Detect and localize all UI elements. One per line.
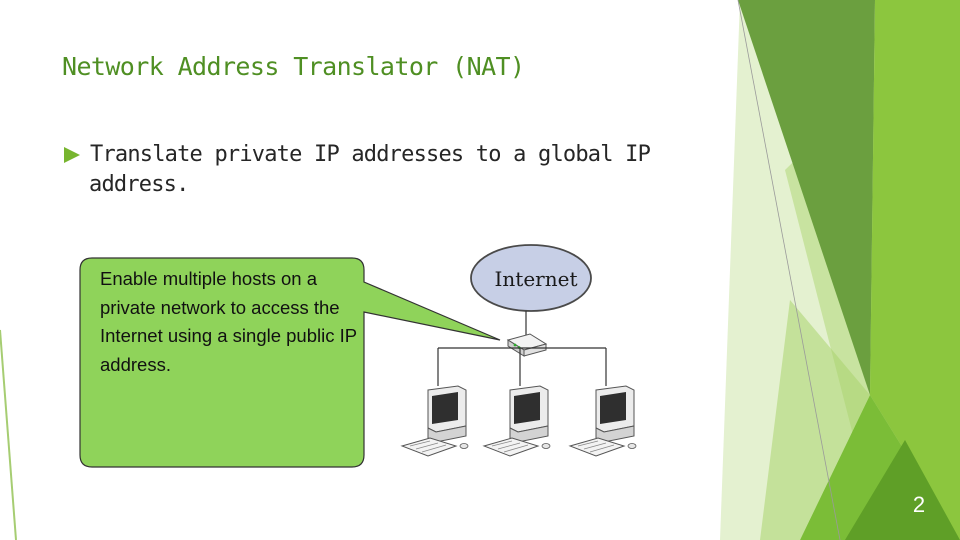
facet-lower-mid bbox=[760, 300, 870, 540]
callout-bubble bbox=[79, 257, 501, 468]
slide-title: Network Address Translator (NAT) bbox=[62, 52, 525, 81]
internet-label: Internet bbox=[494, 267, 578, 291]
facet-green bbox=[870, 0, 960, 540]
bullet-text: Translate private IP addresses to a glob… bbox=[89, 140, 690, 200]
bullet-line-1: Translate private IP addresses to a glob… bbox=[90, 142, 651, 167]
computer-icon bbox=[482, 385, 551, 457]
slide-number: 2 bbox=[912, 492, 926, 517]
router-icon bbox=[506, 333, 548, 357]
bullet-line-2: address. bbox=[89, 172, 189, 197]
computer-icon bbox=[400, 385, 469, 457]
facet-dark-top bbox=[738, 0, 875, 395]
arrow-right-icon bbox=[64, 147, 80, 163]
computer-icon bbox=[568, 385, 637, 457]
facet-bottom-dark bbox=[845, 440, 960, 540]
internet-cloud bbox=[470, 244, 592, 312]
callout-text: Enable multiple hosts on a private netwo… bbox=[100, 268, 357, 375]
